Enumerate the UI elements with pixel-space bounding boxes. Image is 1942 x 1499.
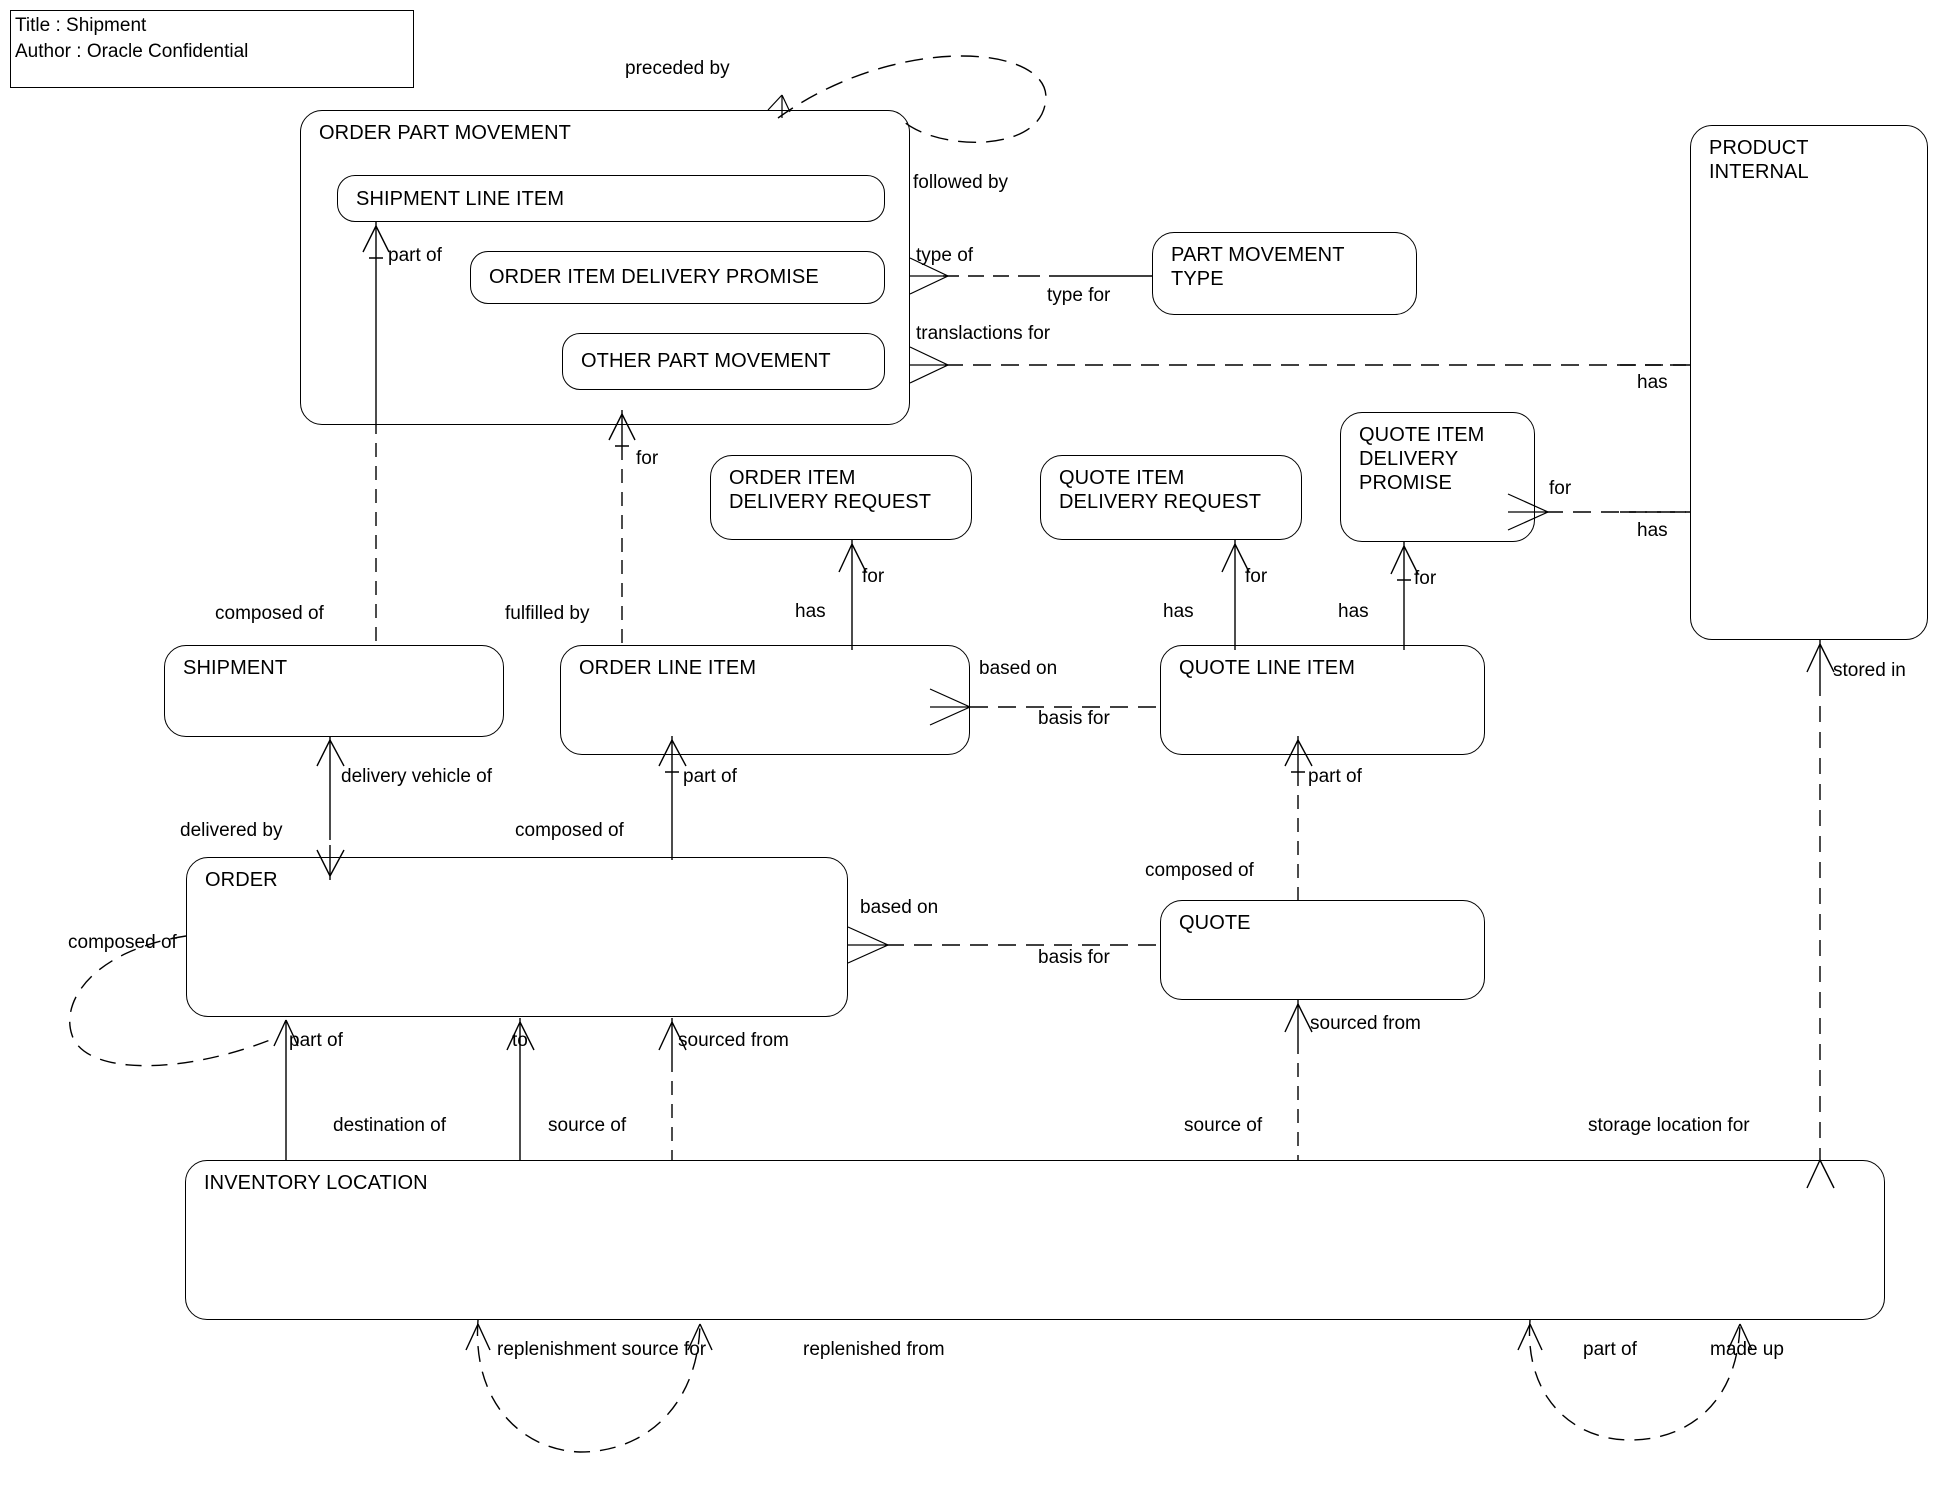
label-for-other-part-movement: for bbox=[636, 448, 659, 469]
title-block-author: Author : Oracle Confidential bbox=[15, 41, 249, 62]
label-has-product-bottom: has bbox=[1637, 520, 1668, 541]
label-followed-by: followed by bbox=[913, 172, 1009, 193]
entity-product-internal[interactable]: PRODUCT INTERNAL bbox=[1690, 125, 1928, 640]
label-part-of-order-line: part of bbox=[683, 766, 737, 787]
label-source-of-quote: source of bbox=[1184, 1115, 1263, 1136]
entity-label: QUOTE ITEM DELIVERY REQUEST bbox=[1059, 467, 1262, 513]
label-type-of: type of bbox=[916, 245, 974, 266]
entity-label: ORDER bbox=[205, 869, 278, 891]
label-source-of-order: source of bbox=[548, 1115, 627, 1136]
entity-other-part-movement[interactable]: OTHER PART MOVEMENT bbox=[562, 333, 885, 390]
label-preceded-by: preceded by bbox=[625, 58, 730, 79]
entity-order-part-movement[interactable]: ORDER PART MOVEMENT bbox=[300, 110, 910, 425]
entity-quote-item-delivery-promise[interactable]: QUOTE ITEM DELIVERY PROMISE bbox=[1340, 412, 1535, 542]
label-type-for: type for bbox=[1047, 285, 1111, 306]
entity-inventory-location[interactable]: INVENTORY LOCATION bbox=[185, 1160, 1885, 1320]
entity-order-item-delivery-request[interactable]: ORDER ITEM DELIVERY REQUEST bbox=[710, 455, 972, 540]
entity-label: SHIPMENT bbox=[183, 657, 288, 679]
label-fulfilled-by: fulfilled by bbox=[505, 603, 590, 624]
entity-order-item-delivery-promise[interactable]: ORDER ITEM DELIVERY PROMISE bbox=[470, 251, 885, 304]
label-based-on-order: based on bbox=[860, 897, 939, 918]
entity-label: ORDER PART MOVEMENT bbox=[319, 122, 571, 144]
label-has-order-line: has bbox=[795, 601, 826, 622]
label-replenishment-source-for: replenishment source for bbox=[497, 1339, 707, 1360]
label-for-quote-item-promise: for bbox=[1549, 478, 1572, 499]
label-translactions-for: translactions for bbox=[916, 323, 1051, 344]
label-has-product-top: has bbox=[1637, 372, 1668, 393]
entity-label: QUOTE ITEM DELIVERY PROMISE bbox=[1359, 424, 1485, 494]
label-storage-location-for: storage location for bbox=[1588, 1115, 1750, 1136]
entity-order[interactable]: ORDER bbox=[186, 857, 848, 1017]
label-delivery-vehicle-of: delivery vehicle of bbox=[341, 766, 493, 787]
label-based-on-line: based on bbox=[979, 658, 1058, 679]
label-for-quote-promise-down: for bbox=[1414, 568, 1437, 589]
label-composed-of-order: composed of bbox=[515, 820, 624, 841]
label-basis-for-line: basis for bbox=[1038, 708, 1110, 729]
entity-label: QUOTE bbox=[1179, 912, 1251, 934]
label-composed-of-quote: composed of bbox=[1145, 860, 1254, 881]
title-block-title: Title : Shipment bbox=[15, 15, 147, 36]
label-composed-of-shipment: composed of bbox=[215, 603, 324, 624]
entity-quote-line-item[interactable]: QUOTE LINE ITEM bbox=[1160, 645, 1485, 755]
label-stored-in: stored in bbox=[1833, 660, 1906, 681]
entity-label: QUOTE LINE ITEM bbox=[1179, 657, 1355, 679]
label-made-up: made up bbox=[1710, 1339, 1784, 1360]
entity-label: ORDER ITEM DELIVERY REQUEST bbox=[729, 467, 932, 513]
title-block: Title : Shipment Author : Oracle Confide… bbox=[10, 10, 414, 88]
entity-part-movement-type[interactable]: PART MOVEMENT TYPE bbox=[1152, 232, 1417, 315]
entity-quote[interactable]: QUOTE bbox=[1160, 900, 1485, 1000]
entity-label: OTHER PART MOVEMENT bbox=[581, 350, 831, 372]
entity-shipment[interactable]: SHIPMENT bbox=[164, 645, 504, 737]
label-to-inventory: to bbox=[512, 1030, 528, 1051]
label-destination-of: destination of bbox=[333, 1115, 447, 1136]
label-has-quote-line-left: has bbox=[1163, 601, 1194, 622]
label-for-quote-item-request: for bbox=[1245, 566, 1268, 587]
label-sourced-from-order: sourced from bbox=[678, 1030, 789, 1051]
label-basis-for-order: basis for bbox=[1038, 947, 1110, 968]
entity-label: PRODUCT INTERNAL bbox=[1709, 137, 1809, 183]
label-delivered-by: delivered by bbox=[180, 820, 283, 841]
entity-order-line-item[interactable]: ORDER LINE ITEM bbox=[560, 645, 970, 755]
label-part-of-quote-line: part of bbox=[1308, 766, 1362, 787]
label-composed-of-order-self: composed of bbox=[68, 932, 177, 953]
label-part-of-shipment-line: part of bbox=[388, 245, 442, 266]
entity-quote-item-delivery-request[interactable]: QUOTE ITEM DELIVERY REQUEST bbox=[1040, 455, 1302, 540]
label-sourced-from-quote: sourced from bbox=[1310, 1013, 1421, 1034]
entity-label: SHIPMENT LINE ITEM bbox=[356, 188, 565, 210]
entity-label: PART MOVEMENT TYPE bbox=[1171, 244, 1345, 290]
entity-label: ORDER LINE ITEM bbox=[579, 657, 757, 679]
label-has-quote-line-right: has bbox=[1338, 601, 1369, 622]
label-part-of-order-self: part of bbox=[289, 1030, 343, 1051]
entity-label: INVENTORY LOCATION bbox=[204, 1172, 428, 1194]
entity-label: ORDER ITEM DELIVERY PROMISE bbox=[489, 266, 819, 288]
entity-shipment-line-item[interactable]: SHIPMENT LINE ITEM bbox=[337, 175, 885, 222]
label-for-order-item-request: for bbox=[862, 566, 885, 587]
label-part-of-inventory-self: part of bbox=[1583, 1339, 1637, 1360]
label-replenished-from: replenished from bbox=[803, 1339, 945, 1360]
